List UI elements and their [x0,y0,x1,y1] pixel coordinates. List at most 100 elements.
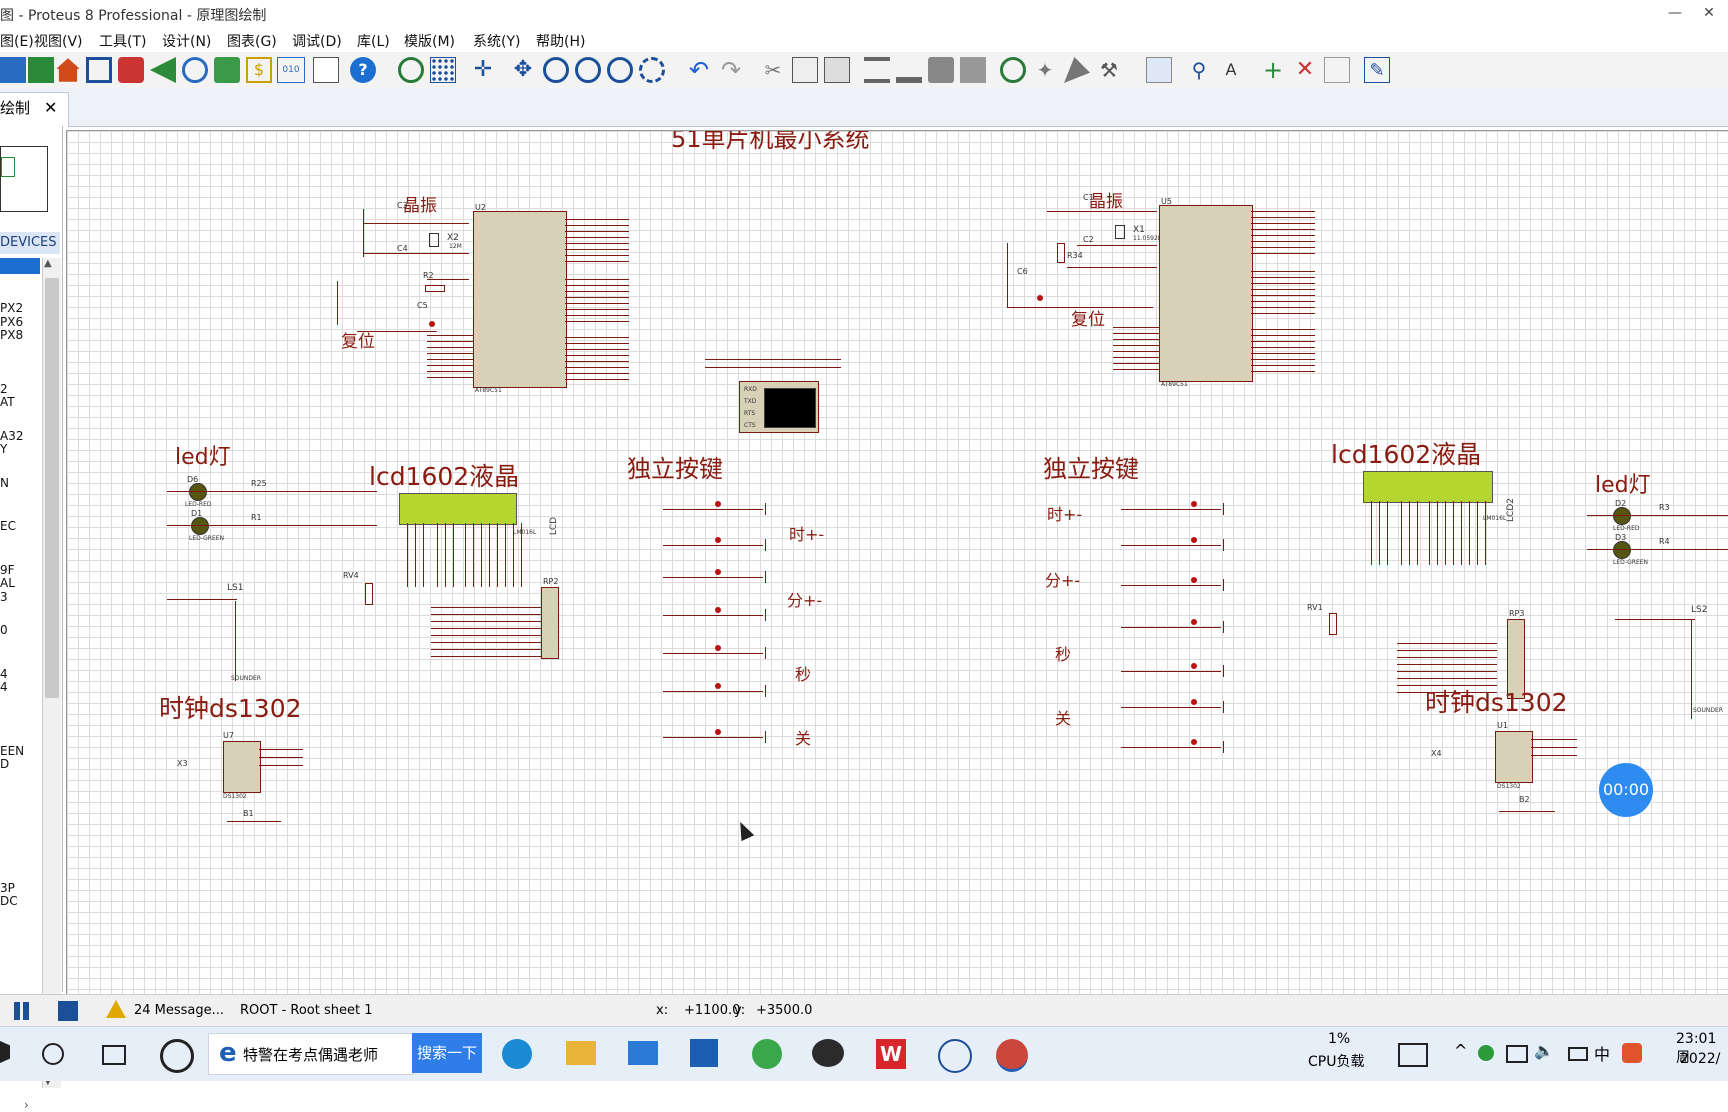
device-item[interactable]: 4 [0,680,8,694]
sogou-icon[interactable] [1622,1043,1642,1063]
search-text[interactable]: 特警在考点偶遇老师 [243,1046,379,1064]
device-item[interactable]: N [0,475,9,490]
left-mcu[interactable] [473,211,567,388]
scroll-right-icon[interactable]: › [24,1098,29,1112]
tray-app-icon[interactable] [1478,1045,1494,1061]
device-selected-row[interactable] [0,258,40,274]
scrollbar-thumb[interactable] [45,278,59,698]
package-icon[interactable] [1064,57,1090,83]
left-rtc-chip[interactable] [223,741,261,793]
decompose-icon[interactable]: ⚒ [1100,58,1118,82]
search-box[interactable]: e 特警在考点偶遇老师 [208,1033,414,1075]
search-button[interactable]: 搜索一下 [412,1033,482,1073]
store-icon[interactable] [690,1039,718,1067]
cortana-icon[interactable] [42,1043,64,1065]
home-icon[interactable] [56,58,80,82]
make-device-icon[interactable]: ✦ [1036,58,1054,82]
import-icon[interactable] [28,57,54,83]
mail-icon[interactable] [628,1041,658,1065]
left-lcd-screen[interactable] [399,493,517,525]
pick-device-icon[interactable] [1000,57,1026,83]
menu-tools[interactable]: 工具(T) [99,34,147,50]
device-item[interactable]: 9F [0,562,15,577]
right-mcu[interactable] [1159,205,1253,382]
right-lcd-screen[interactable] [1363,471,1493,503]
device-item[interactable]: EC [0,519,16,533]
tab-close-icon[interactable]: ✕ [44,98,58,117]
menu-system[interactable]: 系统(Y) [473,34,521,50]
proteus-app-icon[interactable] [996,1039,1028,1072]
proteus-isis-icon[interactable] [938,1039,972,1073]
device-item[interactable]: Y [0,442,8,456]
block-delete-icon[interactable] [960,57,986,83]
back-icon[interactable] [150,57,176,83]
remove-sheet-icon[interactable]: ✕ [1295,57,1315,82]
task-view-icon[interactable] [102,1045,126,1065]
device-item[interactable]: AL [0,576,15,590]
device-item[interactable]: PX2 [0,301,24,315]
bom-icon[interactable] [214,57,240,83]
devices-scrollbar[interactable] [42,258,61,1088]
menu-edit[interactable]: 图(E) [0,34,34,50]
overview-window[interactable] [0,146,48,212]
clock-date[interactable]: 2022/ [1680,1051,1721,1067]
grid-icon[interactable] [430,57,456,83]
device-item[interactable]: A32 [0,428,24,443]
dollar-icon[interactable]: $ [246,57,272,83]
right-resistor-pack[interactable] [1507,619,1525,699]
menu-help[interactable]: 帮助(H) [536,34,586,50]
property-assign-icon[interactable]: A [1225,60,1237,79]
menu-graph[interactable]: 图表(G) [227,34,277,50]
device-item[interactable]: 2 [0,381,8,396]
minimize-button[interactable]: — [1668,5,1682,21]
stop-icon[interactable] [58,1001,78,1021]
origin-icon[interactable]: ✛ [473,57,493,82]
file-explorer-icon[interactable] [566,1041,596,1065]
chevron-up-icon[interactable]: ^ [1454,1041,1468,1060]
device-item[interactable]: EEN [0,743,25,758]
right-rtc-chip[interactable] [1495,731,1533,783]
undo-icon[interactable]: ↶ [688,56,710,84]
device-item[interactable]: PX6 [0,314,24,329]
redo-icon[interactable]: ↷ [720,56,742,84]
browser-icon[interactable] [752,1039,782,1069]
left-resistor-pack[interactable] [541,587,559,659]
virtual-terminal[interactable]: RXD TXD RTS CTS [739,381,819,433]
exit-parent-icon[interactable] [1324,57,1350,83]
annotate-icon[interactable]: ✎ [1364,57,1390,83]
windows-start-icon[interactable] [0,1041,10,1063]
schematic-canvas[interactable]: 51单片机最小系统 晶振 复位 C3 C4 C5 X2 12M R2 U2 AT… [66,130,1728,995]
device-item[interactable]: DC [0,894,18,908]
pcb-icon[interactable] [118,57,144,83]
zoom-area-icon[interactable] [639,57,665,83]
wechat-icon[interactable] [812,1039,844,1067]
scroll-up-icon[interactable]: ▲ [44,258,52,269]
schematic-icon[interactable] [86,57,112,83]
left-key-buttons[interactable] [715,501,721,507]
recording-timer-badge[interactable]: 00:00 [1599,763,1653,817]
search-part-icon[interactable] [182,57,208,83]
zoom-in-icon[interactable] [543,57,569,83]
device-list[interactable]: PX2 PX6 PX8 2 AT A32 Y N EC 9F AL 3 0 4 … [0,301,25,909]
device-item[interactable]: 3P [0,880,15,895]
pan-icon[interactable]: ✥ [513,57,533,82]
block-copy-icon[interactable] [864,57,890,83]
device-item[interactable]: D [0,757,10,771]
close-button[interactable]: ✕ [1703,5,1715,21]
volume-icon[interactable]: 🔈 [1534,1041,1554,1060]
edge-icon[interactable] [502,1039,532,1069]
binary-icon[interactable]: 010 [277,57,305,83]
clock-time[interactable]: 23:01 周 [1676,1031,1717,1066]
zoom-out-icon[interactable] [575,57,601,83]
device-item[interactable]: 3 [0,589,8,604]
notification-icon[interactable] [1398,1043,1428,1067]
menu-template[interactable]: 模版(M) [404,34,456,50]
network-icon[interactable] [1506,1045,1528,1063]
tab-schematic[interactable]: 绘制 ✕ [0,92,69,127]
device-item[interactable]: AT [0,395,15,409]
menu-debug[interactable]: 调试(D) [292,34,342,50]
block-rotate-icon[interactable] [928,57,954,83]
copy-icon[interactable] [792,57,818,83]
battery-icon[interactable] [1568,1047,1588,1061]
refresh-icon[interactable] [398,57,424,83]
